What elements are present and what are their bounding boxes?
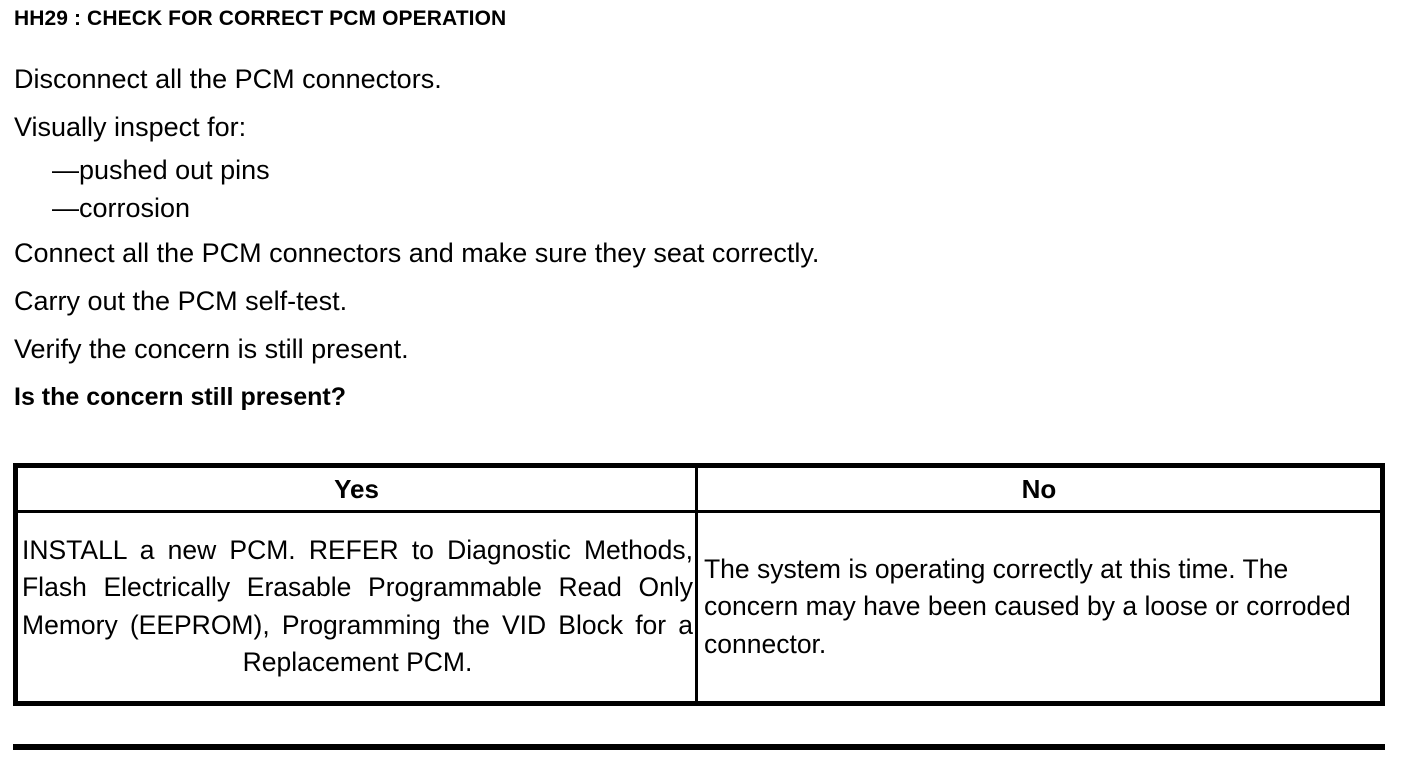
instruction-block: Disconnect all the PCM connectors. Visua… [14, 55, 1374, 421]
instruction-line-verify: Verify the concern is still present. [14, 334, 409, 364]
answer-text-yes: INSTALL a new PCM. REFER to Diagnostic M… [22, 534, 693, 678]
instruction-line-self-test: Carry out the PCM self-test. [14, 286, 348, 316]
decision-question: Is the concern still present? [14, 383, 347, 411]
table-row: INSTALL a new PCM. REFER to Diagnostic M… [14, 510, 1384, 705]
inspect-item-corrosion: —corrosion [52, 193, 191, 223]
step-title: HH29 : CHECK FOR CORRECT PCM OPERATION [14, 7, 507, 30]
decision-table: Yes No INSTALL a new PCM. REFER to Diagn… [13, 463, 1385, 706]
answer-text-no: The system is operating correctly at thi… [704, 553, 1351, 659]
instruction-line-visually-inspect: Visually inspect for: [14, 112, 247, 142]
column-header-no: No [695, 464, 1384, 513]
footer-divider-rule [13, 744, 1385, 750]
instruction-line-disconnect: Disconnect all the PCM connectors. [14, 64, 442, 94]
instruction-line-connect: Connect all the PCM connectors and make … [14, 238, 820, 268]
answer-cell-no: The system is operating correctly at thi… [695, 510, 1384, 705]
inspect-item-pushed-out-pins: —pushed out pins [52, 155, 270, 185]
column-header-yes: Yes [14, 464, 698, 513]
table-header-row: Yes No [14, 464, 1384, 513]
answer-cell-yes: INSTALL a new PCM. REFER to Diagnostic M… [14, 510, 698, 705]
